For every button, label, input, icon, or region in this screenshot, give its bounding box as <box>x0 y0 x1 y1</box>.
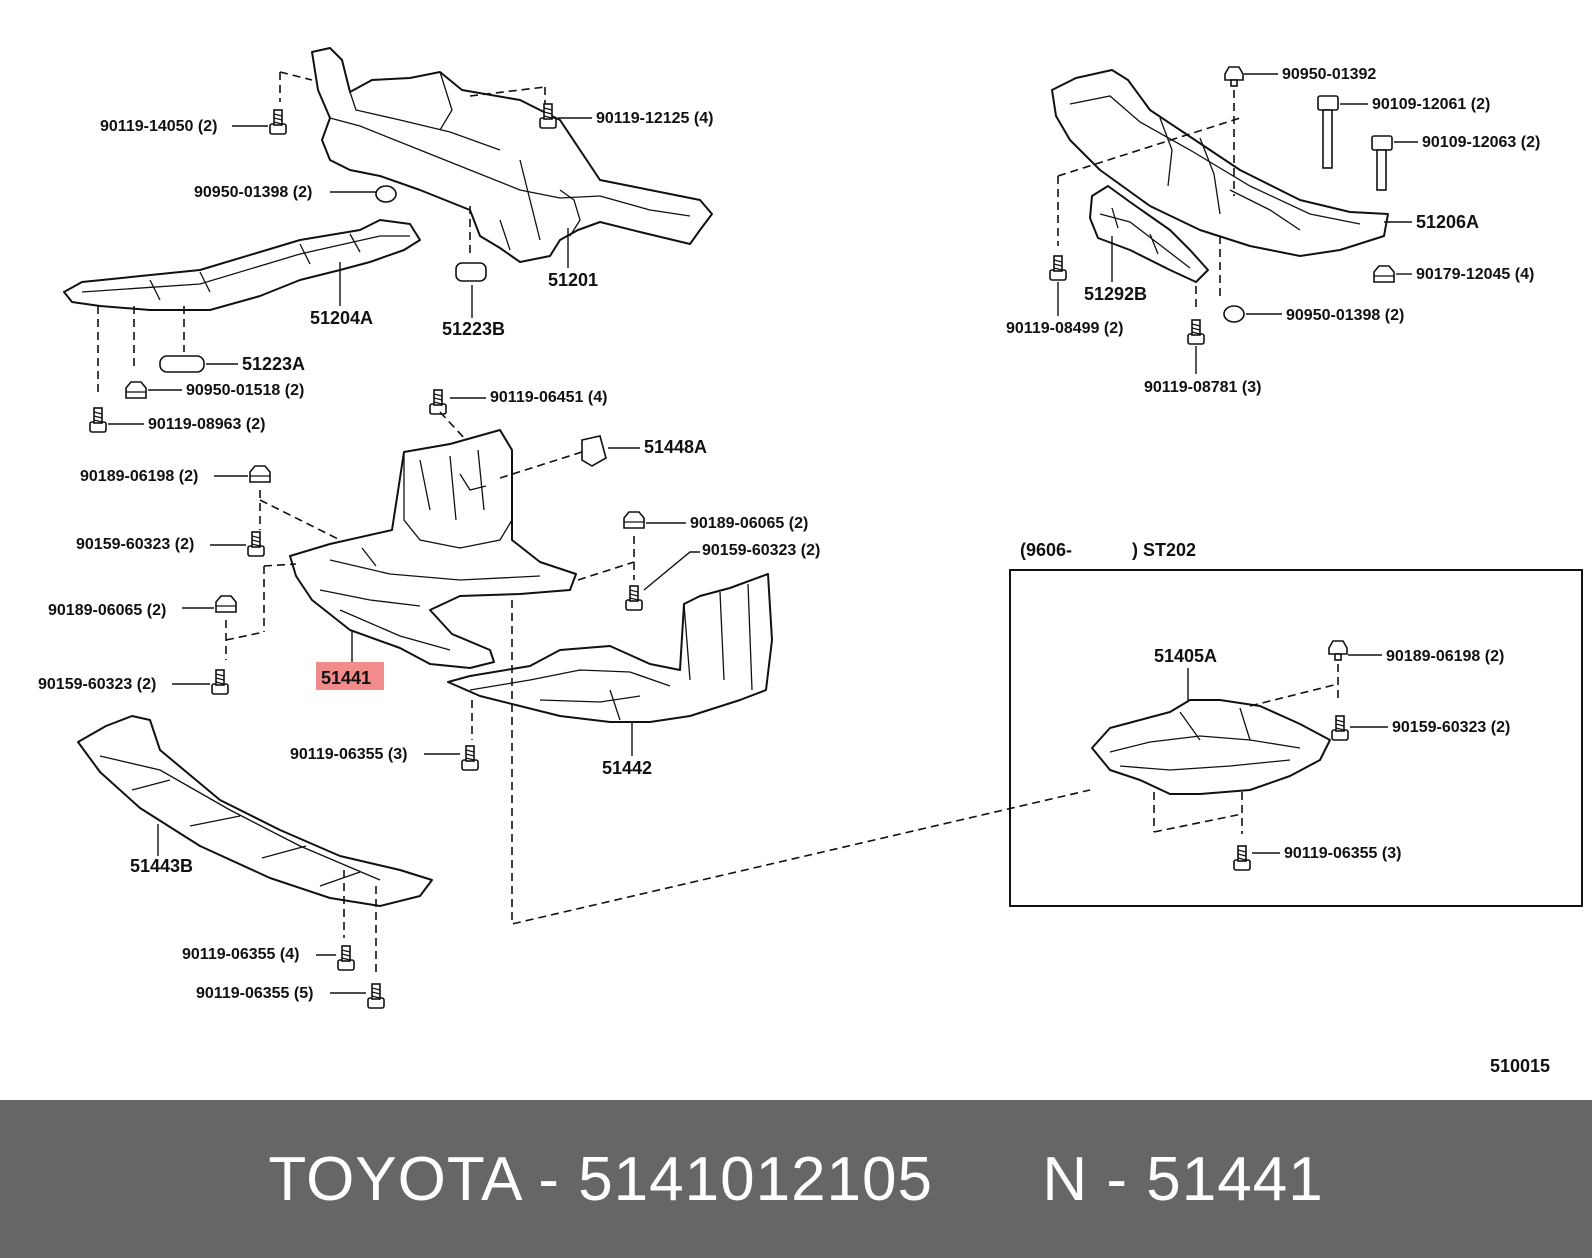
under-cover-51442 <box>447 573 773 723</box>
inset-st202: (9606- ) ST202 51405A 90189-06198 (2) 90… <box>1009 540 1583 907</box>
footer-banner: TOYOTA - 5141012105 N - 51441 <box>0 1100 1592 1258</box>
label-51206A: 51206A <box>1416 212 1479 232</box>
footer-text: TOYOTA - 5141012105 N - 51441 <box>268 1144 1323 1215</box>
footer-part-number: 5141012105 <box>578 1144 934 1214</box>
label-51443B: 51443B <box>130 856 193 876</box>
label-90119-06355-front-5: 90119-06355 (5) <box>196 985 313 1002</box>
label-51448A: 51448A <box>644 437 707 457</box>
label-90119-08499: 90119-08499 (2) <box>1006 320 1123 337</box>
footer-ref-number: 51441 <box>1146 1144 1324 1214</box>
footer-gap <box>933 1145 1042 1214</box>
under-cover-51405A <box>1091 699 1331 795</box>
label-51292B: 51292B <box>1084 284 1147 304</box>
brace-51204A <box>63 219 421 311</box>
stud-bolt-90109-12061 <box>1317 95 1339 169</box>
bolt-90109-12063 <box>1371 135 1393 191</box>
footer-n-label: N <box>1042 1144 1089 1214</box>
label-90159-60323-right: 90159-60323 (2) <box>702 542 820 559</box>
label-90119-12125: 90119-12125 (4) <box>596 110 713 127</box>
footer-brand: TOYOTA <box>268 1144 521 1214</box>
label-90179-12045: 90179-12045 (4) <box>1416 266 1534 283</box>
engine-under-cover-51441 <box>289 429 577 669</box>
label-90159-60323-left-upper: 90159-60323 (2) <box>76 536 194 553</box>
label-90119-14050: 90119-14050 (2) <box>100 118 217 135</box>
label-90159-60323-inset: 90159-60323 (2) <box>1392 719 1510 736</box>
label-90119-06355-inset: 90119-06355 (3) <box>1284 845 1401 862</box>
label-90119-08963: 90119-08963 (2) <box>148 416 265 433</box>
label-51442: 51442 <box>602 758 652 778</box>
footer-sep-1: - <box>520 1144 579 1214</box>
label-51223B: 51223B <box>442 319 505 339</box>
front-cover-51443B <box>77 715 433 907</box>
diagram-code: 510015 <box>1490 1056 1550 1076</box>
label-90109-12061: 90109-12061 (2) <box>1372 96 1490 113</box>
label-90119-06451: 90119-06451 (4) <box>490 389 607 406</box>
label-90119-06355-front-4: 90119-06355 (4) <box>182 946 299 963</box>
label-90950-01392: 90950-01392 <box>1282 66 1376 83</box>
inset-header-right: ) ST202 <box>1132 540 1196 560</box>
parts-diagram: 90119-14050 (2) 90119-12125 (4) 90950-01… <box>38 47 1583 1076</box>
label-51223A: 51223A <box>242 354 305 374</box>
inset-header-left: (9606- <box>1020 540 1072 560</box>
highlight-51441 <box>316 662 384 690</box>
crossmember-51201 <box>311 47 713 263</box>
footer-sep-2: - <box>1088 1144 1147 1214</box>
label-90119-08781: 90119-08781 (3) <box>1144 379 1261 396</box>
label-90119-06355-center: 90119-06355 (3) <box>290 746 407 763</box>
label-90189-06198-inset: 90189-06198 (2) <box>1386 648 1504 665</box>
bracket-51292B <box>1089 185 1209 283</box>
label-90189-06198-left: 90189-06198 (2) <box>80 468 198 485</box>
label-51441: 51441 <box>321 668 371 688</box>
label-90159-60323-left-lower: 90159-60323 (2) <box>38 676 156 693</box>
crossmember-51206A <box>1051 69 1389 257</box>
label-90950-01398-left: 90950-01398 (2) <box>194 184 312 201</box>
label-51201: 51201 <box>548 270 598 290</box>
label-90950-01398-right: 90950-01398 (2) <box>1286 307 1404 324</box>
label-90950-01518: 90950-01518 (2) <box>186 382 304 399</box>
label-51405A: 51405A <box>1154 646 1217 666</box>
label-51204A: 51204A <box>310 308 373 328</box>
label-90189-06065-left: 90189-06065 (2) <box>48 602 166 619</box>
label-90189-06065-right: 90189-06065 (2) <box>690 515 808 532</box>
label-90109-12063: 90109-12063 (2) <box>1422 134 1540 151</box>
